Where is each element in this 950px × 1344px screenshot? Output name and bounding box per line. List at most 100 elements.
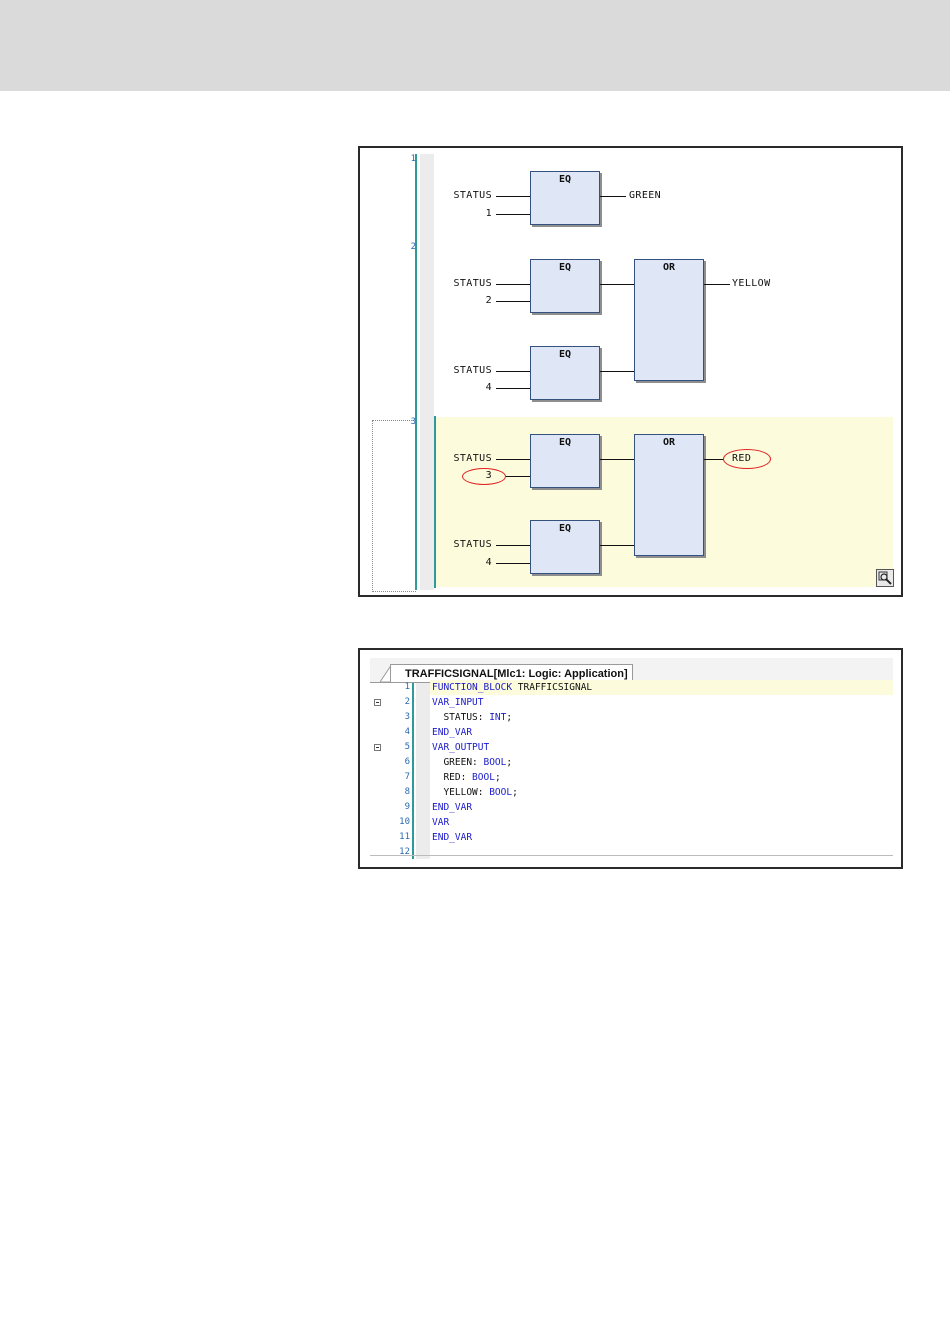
code-keyword: END_VAR xyxy=(432,802,472,813)
code-keyword: BOOL xyxy=(489,787,512,798)
wire xyxy=(600,196,626,197)
code-text[interactable]: VAR xyxy=(432,815,449,830)
code-scroll-edge xyxy=(370,855,893,856)
line-number: 8 xyxy=(384,785,410,800)
code-identifier: ; xyxy=(506,712,512,723)
wire xyxy=(704,284,730,285)
eq-block[interactable]: EQ xyxy=(530,171,600,225)
code-line[interactable]: 6 GREEN: BOOL; xyxy=(370,755,893,770)
line-number: 3 xyxy=(384,710,410,725)
code-line[interactable]: 9 END_VAR xyxy=(370,800,893,815)
output-yellow[interactable]: YELLOW xyxy=(732,278,771,290)
input-status[interactable]: STATUS xyxy=(428,278,492,290)
line-number: 4 xyxy=(384,725,410,740)
block-name: OR xyxy=(635,262,703,273)
wire xyxy=(496,545,531,546)
or-block[interactable]: OR xyxy=(634,259,704,381)
input-constant[interactable]: 1 xyxy=(428,208,492,220)
code-text[interactable]: VAR_INPUT xyxy=(432,695,483,710)
input-status[interactable]: STATUS xyxy=(428,365,492,377)
code-line[interactable]: 7 RED: BOOL; xyxy=(370,770,893,785)
code-keyword: BOOL xyxy=(472,772,495,783)
code-text[interactable]: FUNCTION_BLOCK TRAFFICSIGNAL xyxy=(432,680,592,695)
code-text[interactable]: GREEN: BOOL; xyxy=(432,755,512,770)
or-block[interactable]: OR xyxy=(634,434,704,556)
fbd-editor-panel[interactable]: 1 2 3 STATUS 1 EQ GREEN STATUS 2 EQ STAT… xyxy=(358,146,903,597)
network-number[interactable]: 3 xyxy=(392,417,416,427)
network-number[interactable]: 1 xyxy=(392,154,416,164)
eq-block[interactable]: EQ xyxy=(530,259,600,313)
wire xyxy=(704,459,724,460)
wire xyxy=(496,301,531,302)
code-keyword: BOOL xyxy=(483,757,506,768)
wire xyxy=(496,196,531,197)
output-green[interactable]: GREEN xyxy=(629,190,661,202)
code-text[interactable]: VAR_OUTPUT xyxy=(432,740,489,755)
code-identifier: STATUS: xyxy=(432,712,489,723)
collapse-icon[interactable] xyxy=(374,744,381,751)
wire xyxy=(496,388,531,389)
wire xyxy=(600,459,635,460)
code-keyword: VAR_INPUT xyxy=(432,697,483,708)
highlight-ellipse xyxy=(462,468,506,485)
code-text[interactable]: YELLOW: BOOL; xyxy=(432,785,518,800)
wire xyxy=(496,563,531,564)
magnifier-icon[interactable] xyxy=(876,569,894,587)
collapse-icon[interactable] xyxy=(374,699,381,706)
network-3-marker xyxy=(372,420,416,592)
input-status[interactable]: STATUS xyxy=(428,190,492,202)
declaration-editor-panel[interactable]: TRAFFICSIGNAL[Mlc1: Logic: Application] … xyxy=(358,648,903,869)
wire xyxy=(600,371,635,372)
code-line[interactable]: 8 YELLOW: BOOL; xyxy=(370,785,893,800)
code-keyword: VAR xyxy=(432,817,449,828)
code-text[interactable]: END_VAR xyxy=(432,725,472,740)
code-text[interactable]: RED: BOOL; xyxy=(432,770,501,785)
code-line[interactable]: 5 VAR_OUTPUT xyxy=(370,740,893,755)
wire xyxy=(600,545,635,546)
eq-block[interactable]: EQ xyxy=(530,434,600,488)
wire xyxy=(496,459,531,460)
code-identifier: YELLOW: xyxy=(432,787,489,798)
block-name: EQ xyxy=(531,523,599,534)
code-keyword: INT xyxy=(489,712,506,723)
wire xyxy=(600,284,635,285)
eq-block[interactable]: EQ xyxy=(530,346,600,400)
code-line[interactable]: 4 END_VAR xyxy=(370,725,893,740)
highlight-ellipse xyxy=(723,449,771,469)
line-number: 10 xyxy=(384,815,410,830)
code-identifier: GREEN: xyxy=(432,757,483,768)
code-keyword: END_VAR xyxy=(432,832,472,843)
wire xyxy=(506,476,531,477)
code-identifier: ; xyxy=(495,772,501,783)
code-line[interactable]: 3 STATUS: INT; xyxy=(370,710,893,725)
code-text[interactable]: END_VAR xyxy=(432,830,472,845)
input-constant[interactable]: 2 xyxy=(428,295,492,307)
code-text[interactable]: STATUS: INT; xyxy=(432,710,512,725)
page-header-band xyxy=(0,0,950,91)
line-number: 5 xyxy=(384,740,410,755)
wire xyxy=(496,284,531,285)
line-number: 9 xyxy=(384,800,410,815)
line-number: 7 xyxy=(384,770,410,785)
input-status[interactable]: STATUS xyxy=(428,453,492,465)
code-identifier: ; xyxy=(512,787,518,798)
block-name: EQ xyxy=(531,349,599,360)
block-name: EQ xyxy=(531,437,599,448)
network-number[interactable]: 2 xyxy=(392,242,416,252)
code-keyword: VAR_OUTPUT xyxy=(432,742,489,753)
code-line[interactable]: 10 VAR xyxy=(370,815,893,830)
code-identifier: TRAFFICSIGNAL xyxy=(512,682,592,693)
code-identifier: RED: xyxy=(432,772,472,783)
code-line[interactable]: 12 xyxy=(370,845,893,860)
eq-block[interactable]: EQ xyxy=(530,520,600,574)
block-name: EQ xyxy=(531,262,599,273)
input-status[interactable]: STATUS xyxy=(428,539,492,551)
input-constant[interactable]: 4 xyxy=(428,382,492,394)
block-name: OR xyxy=(635,437,703,448)
input-constant[interactable]: 4 xyxy=(428,557,492,569)
code-text[interactable]: END_VAR xyxy=(432,800,472,815)
